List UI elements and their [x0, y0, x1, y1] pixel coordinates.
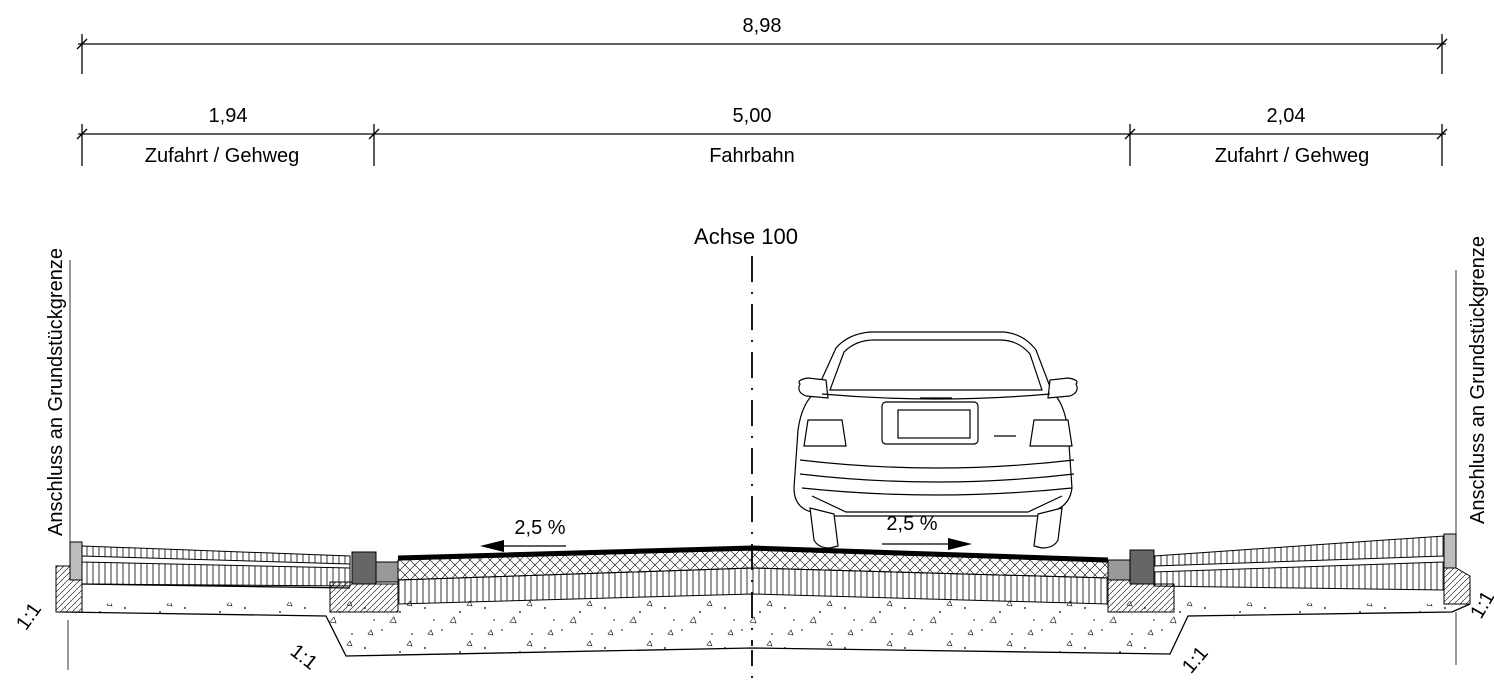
slope-left-label: 2,5 %: [514, 517, 565, 539]
roadway: [397, 545, 1109, 605]
right-sidewalk: [1107, 533, 1471, 613]
segment-right-value: 2,04: [1267, 105, 1306, 127]
segment-right-label: Zufahrt / Gehweg: [1215, 145, 1370, 167]
segment-left-value: 1,94: [209, 105, 248, 127]
embankment-slope-left: 1:1: [12, 599, 46, 634]
boundary-left: Anschluss an Grundstückgrenze: [45, 248, 71, 670]
segment-center-label: Fahrbahn: [709, 145, 795, 167]
dimension-total-label: 8,98: [743, 15, 782, 37]
car-rear-view: [793, 331, 1078, 549]
boundary-left-label: Anschluss an Grundstückgrenze: [45, 248, 67, 536]
segment-left-label: Zufahrt / Gehweg: [145, 145, 300, 167]
curb-right-boundary: [1443, 533, 1457, 569]
axis-label: Achse 100: [694, 224, 798, 249]
dimension-total: 8,98: [76, 15, 1448, 74]
boundary-right: Anschluss an Grundstückgrenze: [1455, 236, 1489, 665]
curb-right-road: [1129, 549, 1155, 585]
curb-left-road: [351, 551, 377, 585]
slope-right: 2,5 %: [882, 513, 972, 550]
left-sidewalk: [55, 541, 399, 613]
boundary-right-label: Anschluss an Grundstückgrenze: [1467, 236, 1489, 524]
dimension-segments: 1,94 Zufahrt / Gehweg 5,00 Fahrbahn 2,04…: [76, 105, 1448, 167]
slope-left: 2,5 %: [480, 517, 566, 552]
slope-right-label: 2,5 %: [886, 513, 937, 535]
segment-center-value: 5,00: [733, 105, 772, 127]
embankment-slope-bottom-right: 1:1: [1178, 642, 1213, 677]
curb-left-boundary: [69, 541, 83, 581]
embankment-slope-bottom-left: 1:1: [286, 640, 321, 674]
